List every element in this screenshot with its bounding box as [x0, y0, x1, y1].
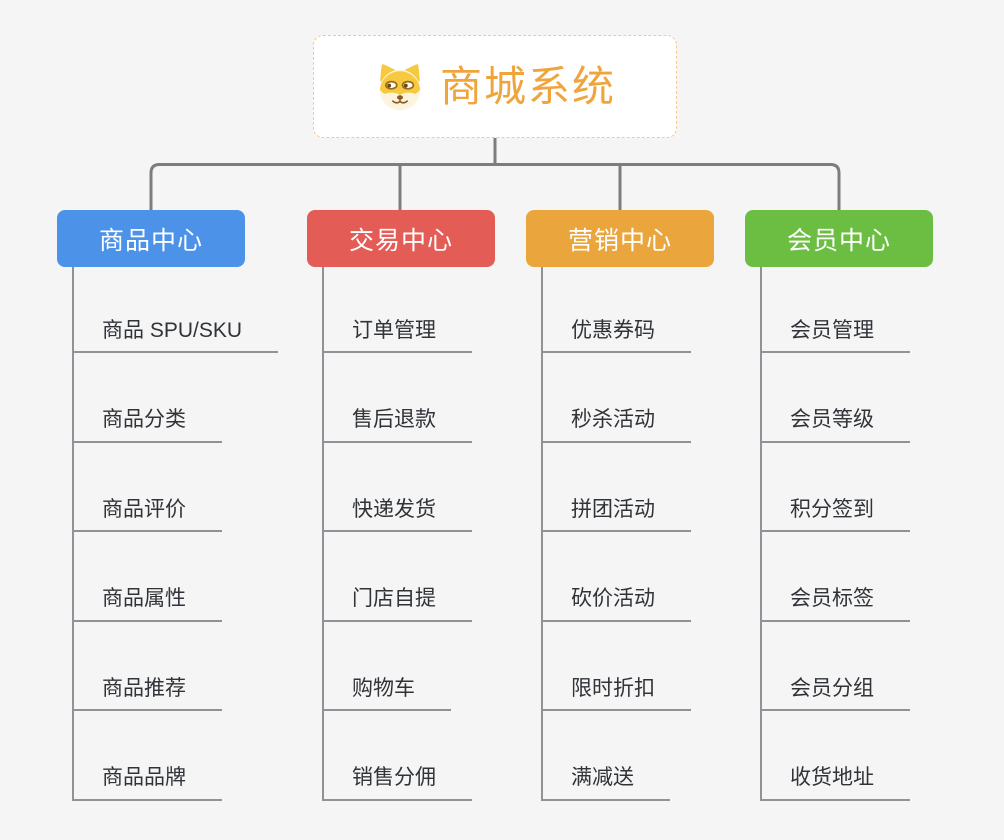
trunk-line	[760, 267, 762, 800]
child-topic-label: 商品评价	[72, 496, 222, 532]
child-topic[interactable]: 限时折扣	[541, 622, 691, 711]
child-topic-label: 售后退款	[322, 406, 472, 443]
child-topic-label: 满减送	[541, 764, 670, 801]
child-topic-label: 购物车	[322, 675, 451, 711]
child-topic[interactable]: 优惠券码	[541, 267, 691, 353]
branch-children: 订单管理售后退款快递发货门店自提购物车销售分佣	[322, 267, 472, 801]
child-topic[interactable]: 售后退款	[322, 353, 472, 443]
child-topic[interactable]: 会员等级	[760, 353, 910, 443]
child-topic[interactable]: 会员分组	[760, 622, 910, 711]
child-topic-label: 收货地址	[760, 764, 910, 801]
child-topic[interactable]: 砍价活动	[541, 532, 691, 622]
child-topic-label: 砍价活动	[541, 585, 691, 622]
child-topic[interactable]: 商品分类	[72, 353, 278, 443]
child-topic[interactable]: 商品评价	[72, 443, 278, 532]
child-topic[interactable]: 秒杀活动	[541, 353, 691, 443]
branch-column-3: 营销中心 优惠券码秒杀活动拼团活动砍价活动限时折扣满减送	[526, 210, 776, 801]
child-topic-label: 会员管理	[760, 317, 910, 353]
child-topic-label: 商品 SPU/SKU	[72, 317, 279, 353]
child-topic[interactable]: 快递发货	[322, 443, 472, 532]
child-topic[interactable]: 拼团活动	[541, 443, 691, 532]
child-topic[interactable]: 购物车	[322, 622, 472, 711]
branch-column-4: 会员中心 会员管理会员等级积分签到会员标签会员分组收货地址	[745, 210, 995, 801]
child-topic-label: 商品推荐	[72, 675, 222, 711]
branch-rail-line	[149, 163, 841, 210]
branch-column-2: 交易中心 订单管理售后退款快递发货门店自提购物车销售分佣	[307, 210, 557, 801]
child-topic-label: 门店自提	[322, 585, 472, 622]
child-topic-label: 拼团活动	[541, 496, 691, 532]
child-topic-label: 订单管理	[322, 317, 472, 353]
child-topic[interactable]: 收货地址	[760, 711, 910, 801]
child-topic-label: 会员分组	[760, 675, 910, 711]
root-node[interactable]: 商城系统	[313, 35, 677, 138]
branch-children: 会员管理会员等级积分签到会员标签会员分组收货地址	[760, 267, 910, 801]
child-topic-label: 会员标签	[760, 585, 910, 622]
child-topic-label: 销售分佣	[322, 764, 472, 801]
child-topic[interactable]: 商品属性	[72, 532, 278, 622]
child-topic-label: 会员等级	[760, 406, 910, 443]
child-topic[interactable]: 商品品牌	[72, 711, 278, 801]
child-topic-label: 秒杀活动	[541, 406, 691, 443]
child-topic-label: 商品属性	[72, 585, 222, 622]
trunk-line	[72, 267, 74, 800]
trunk-line	[541, 267, 543, 800]
branch-column-1: 商品中心 商品 SPU/SKU 商品分类商品评价商品属性商品推荐商品品牌	[57, 210, 307, 801]
child-topic[interactable]: 商品推荐	[72, 622, 278, 711]
branch-header[interactable]: 会员中心	[745, 210, 933, 267]
child-topic-label: 快递发货	[322, 496, 472, 532]
child-topic[interactable]: 会员管理	[760, 267, 910, 353]
branch-header[interactable]: 商品中心	[57, 210, 245, 267]
branch-header[interactable]: 交易中心	[307, 210, 495, 267]
trunk-line	[322, 267, 324, 800]
child-topic[interactable]: 订单管理	[322, 267, 472, 353]
child-topic-label: 商品分类	[72, 406, 222, 443]
branch-children: 商品 SPU/SKU 商品分类商品评价商品属性商品推荐商品品牌	[72, 267, 279, 801]
child-topic[interactable]: 积分签到	[760, 443, 910, 532]
child-topic-label: 商品品牌	[72, 764, 222, 801]
child-topic[interactable]: 销售分佣	[322, 711, 472, 801]
branch-children: 优惠券码秒杀活动拼团活动砍价活动限时折扣满减送	[541, 267, 691, 801]
child-topic[interactable]: 会员标签	[760, 532, 910, 622]
doge-icon	[379, 63, 421, 110]
child-topic-label: 优惠券码	[541, 317, 691, 353]
branch-header[interactable]: 营销中心	[526, 210, 714, 267]
child-topic-label: 积分签到	[760, 496, 910, 532]
child-topic-label: 限时折扣	[541, 675, 691, 711]
child-topic[interactable]: 门店自提	[322, 532, 472, 622]
root-title: 商城系统	[439, 62, 616, 110]
child-topic[interactable]: 满减送	[541, 711, 691, 801]
child-topic[interactable]: 商品 SPU/SKU	[72, 267, 279, 353]
